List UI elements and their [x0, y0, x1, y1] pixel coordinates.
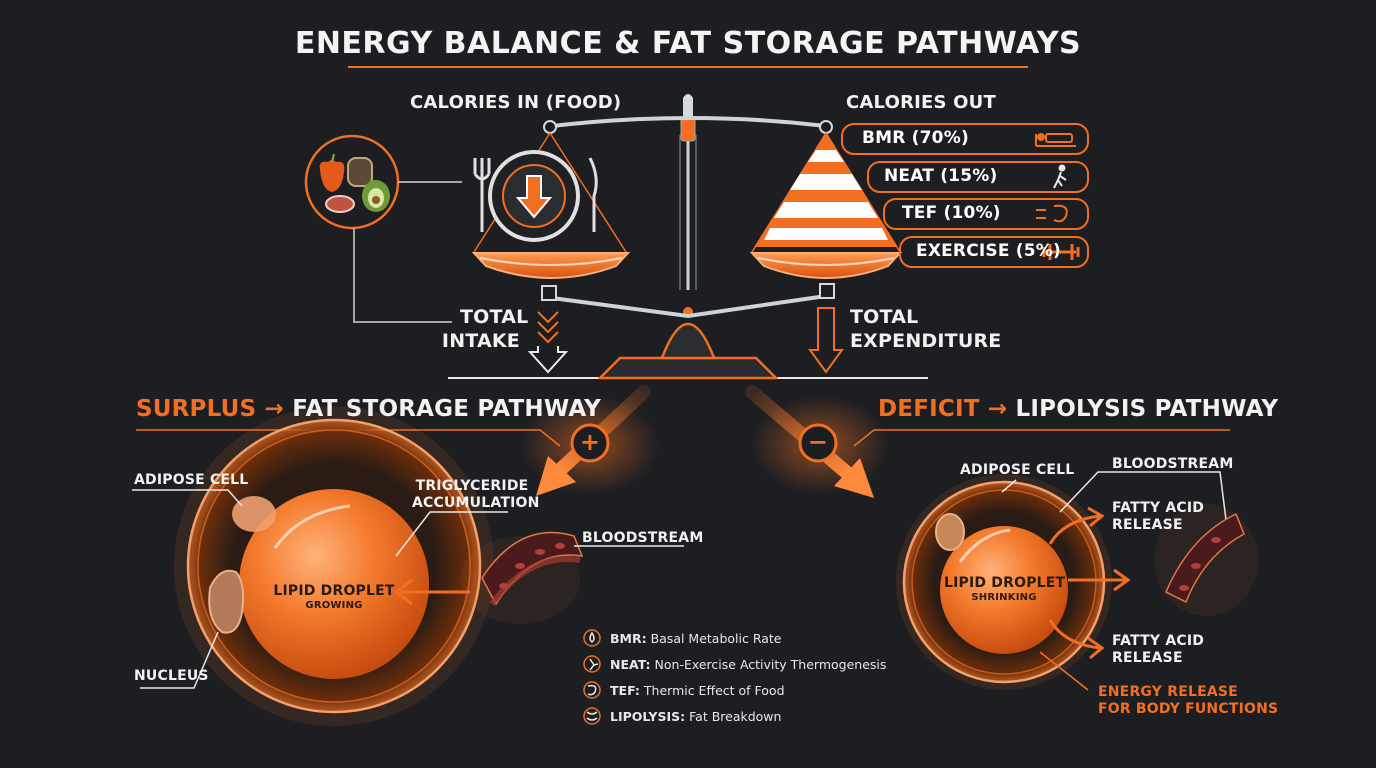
- surplus-rest: FAT STORAGE PATHWAY: [292, 396, 602, 422]
- bloodstream-vessel-right: [1154, 504, 1258, 616]
- inflow-arrow: [393, 578, 470, 606]
- surplus-arrow: [520, 385, 660, 496]
- total-expenditure-line1: TOTAL: [850, 306, 919, 328]
- calories-in-label: CALORIES IN (FOOD): [410, 92, 622, 113]
- bar-label-neat: NEAT (15%): [884, 166, 998, 186]
- expenditure-bars: [841, 123, 1089, 268]
- fatty-acid-release-bottom-line1: FATTY ACID: [1112, 633, 1205, 649]
- fatty-acid-arrows: [1048, 506, 1131, 660]
- legend-desc-neat: Non-Exercise Activity Thermogenesis: [650, 657, 887, 672]
- balance-scale: [448, 94, 928, 380]
- deficit-arrow: [745, 385, 890, 498]
- surplus-heading: SURPLUS → FAT STORAGE PATHWAY: [136, 396, 601, 422]
- bread-icon: [347, 157, 373, 187]
- triglyceride-line2: ACCUMULATION: [412, 495, 540, 511]
- right-adipose-cell: [896, 474, 1112, 690]
- energy-release-line1: ENERGY RELEASE: [1098, 684, 1238, 700]
- bloodstream-vessel-left: [460, 531, 684, 624]
- energy-release-line2: FOR BODY FUNCTIONS: [1098, 701, 1279, 717]
- calories-out-label: CALORIES OUT: [846, 92, 996, 113]
- lipid-droplet-shrinking: [940, 526, 1068, 654]
- growing-label: GROWING: [305, 600, 363, 611]
- expenditure-down-arrow: [808, 307, 844, 374]
- triglyceride-line1: TRIGLYCERIDE: [415, 478, 529, 494]
- sleeping-bed-icon: [1035, 133, 1076, 147]
- apple-icon: [319, 160, 345, 192]
- fork-icon: [473, 158, 491, 232]
- total-expenditure-line2: EXPENDITURE: [850, 330, 1002, 352]
- intake-pan: [471, 150, 631, 279]
- legend-item-lipolysis: LIPOLYSIS: Fat Breakdown: [610, 709, 781, 724]
- fatty-acid-release-top-line1: FATTY ACID: [1112, 500, 1205, 516]
- stomach-digestion-icon: [1036, 204, 1068, 223]
- shrinking-label: SHRINKING: [971, 592, 1037, 603]
- left-adipose-cell: [174, 406, 494, 726]
- legend-item-neat: NEAT: Non-Exercise Activity Thermogenesi…: [610, 657, 886, 672]
- dumbbell-icon: [1042, 244, 1080, 260]
- lipid-droplet-growing: [239, 489, 429, 679]
- legend-term-neat: NEAT:: [610, 657, 651, 672]
- expenditure-pan: [749, 132, 903, 279]
- deficit-underline: [853, 429, 1230, 447]
- walking-person-icon: [1053, 164, 1067, 189]
- nucleus-shape: [208, 569, 245, 634]
- lipid-droplet-label-right: LIPID DROPLET: [944, 575, 1066, 591]
- legend-item-bmr: BMR: Basal Metabolic Rate: [610, 631, 782, 646]
- surplus-arrow-glyph: →: [264, 396, 284, 422]
- legend-icons: [583, 629, 601, 725]
- steak-icon: [325, 195, 355, 213]
- fatty-acid-release-top-line2: RELEASE: [1112, 517, 1183, 533]
- plus-sign: +: [579, 428, 601, 456]
- total-intake-line2: INTAKE: [441, 330, 520, 352]
- legend-desc-tef: Thermic Effect of Food: [639, 683, 785, 698]
- legend-desc-lipolysis: Fat Breakdown: [685, 709, 782, 724]
- right-callouts: [1001, 471, 1227, 691]
- down-arrow-icon: [515, 175, 553, 219]
- deficit-arrow-glyph: →: [987, 396, 1008, 422]
- minus-sign: −: [807, 428, 829, 456]
- bar-label-bmr: BMR (70%): [862, 128, 969, 148]
- food-icon-group: [304, 134, 462, 323]
- legend-term-lipolysis: LIPOLYSIS:: [610, 709, 686, 724]
- total-intake-line1: TOTAL: [460, 306, 529, 328]
- bar-label-exercise: EXERCISE (5%): [916, 241, 1061, 261]
- bar-label-tef: TEF (10%): [902, 203, 1001, 223]
- lipid-droplet-label-left: LIPID DROPLET: [273, 583, 395, 599]
- legend-item-tef: TEF: Thermic Effect of Food: [610, 683, 785, 698]
- page-title: ENERGY BALANCE & FAT STORAGE PATHWAYS: [294, 26, 1082, 61]
- bloodstream-label-left: BLOODSTREAM: [582, 530, 704, 546]
- intake-down-arrow: [527, 311, 569, 374]
- left-callouts: [132, 489, 508, 689]
- bloodstream-label-right: BLOODSTREAM: [1112, 456, 1234, 472]
- deficit-heading: DEFICIT → LIPOLYSIS PATHWAY: [878, 396, 1278, 422]
- legend-term-tef: TEF:: [610, 683, 640, 698]
- deficit-prefix: DEFICIT: [878, 396, 980, 422]
- nucleus-label: NUCLEUS: [134, 668, 209, 684]
- surplus-prefix: SURPLUS: [136, 396, 257, 422]
- deficit-rest: LIPOLYSIS PATHWAY: [1015, 396, 1279, 422]
- adipose-cell-label-right: ADIPOSE CELL: [960, 462, 1075, 478]
- adipose-cell-label-left: ADIPOSE CELL: [134, 472, 249, 488]
- legend-desc-bmr: Basal Metabolic Rate: [646, 631, 782, 646]
- legend-term-bmr: BMR:: [610, 631, 647, 646]
- fatty-acid-release-bottom-line2: RELEASE: [1112, 650, 1183, 666]
- knife-icon: [588, 157, 598, 232]
